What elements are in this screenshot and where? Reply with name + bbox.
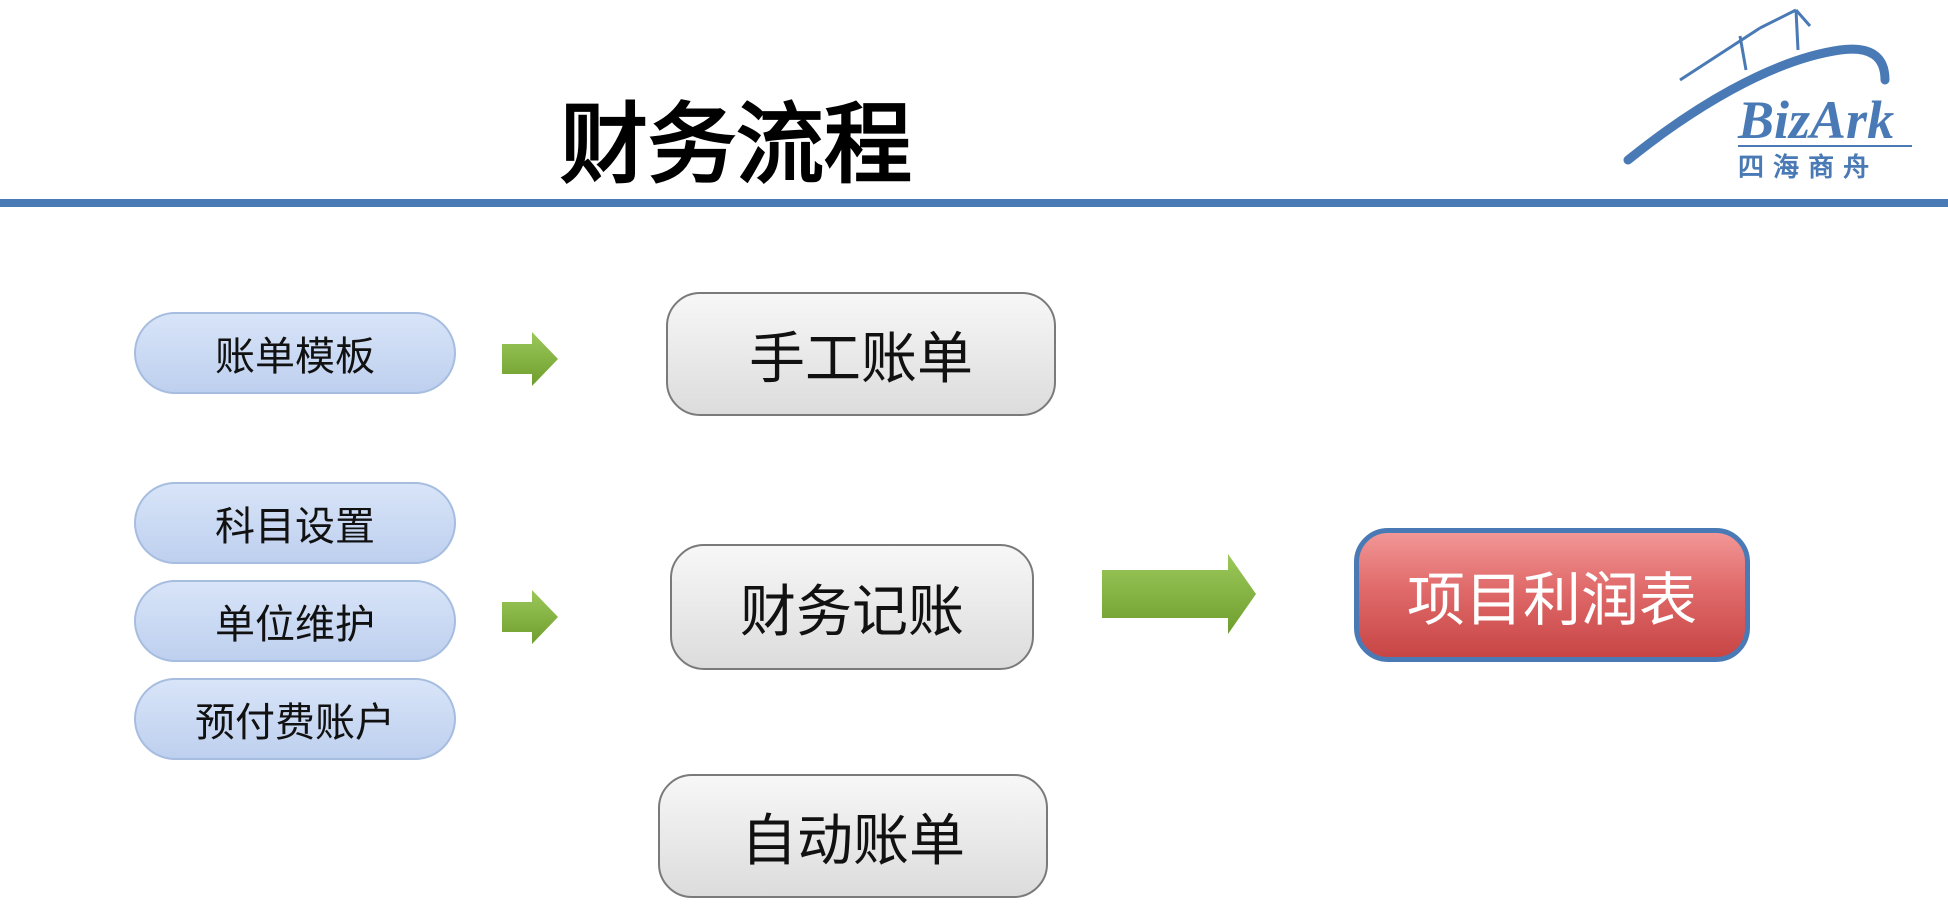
arrow-right-icon: [500, 588, 560, 646]
bizark-logo: BizArk 四 海 商 舟: [1620, 0, 1920, 190]
process-financial-bookkeeping: 财务记账: [670, 544, 1034, 670]
title-divider: [0, 199, 1948, 207]
slide-title: 财务流程: [560, 93, 913, 196]
output-project-profit-statement: 项目利润表: [1354, 528, 1750, 662]
arrow-right-icon: [1100, 552, 1258, 636]
process-automatic-bill: 自动账单: [658, 774, 1048, 898]
arrow-right-icon: [500, 330, 560, 388]
logo-wordmark: BizArk: [1737, 90, 1894, 150]
input-unit-maintenance: 单位维护: [134, 580, 456, 662]
input-bill-template: 账单模板: [134, 312, 456, 394]
logo-subtitle: 四 海 商 舟: [1738, 152, 1869, 183]
input-prepaid-account: 预付费账户: [134, 678, 456, 760]
input-account-subject-settings: 科目设置: [134, 482, 456, 564]
process-manual-bill: 手工账单: [666, 292, 1056, 416]
